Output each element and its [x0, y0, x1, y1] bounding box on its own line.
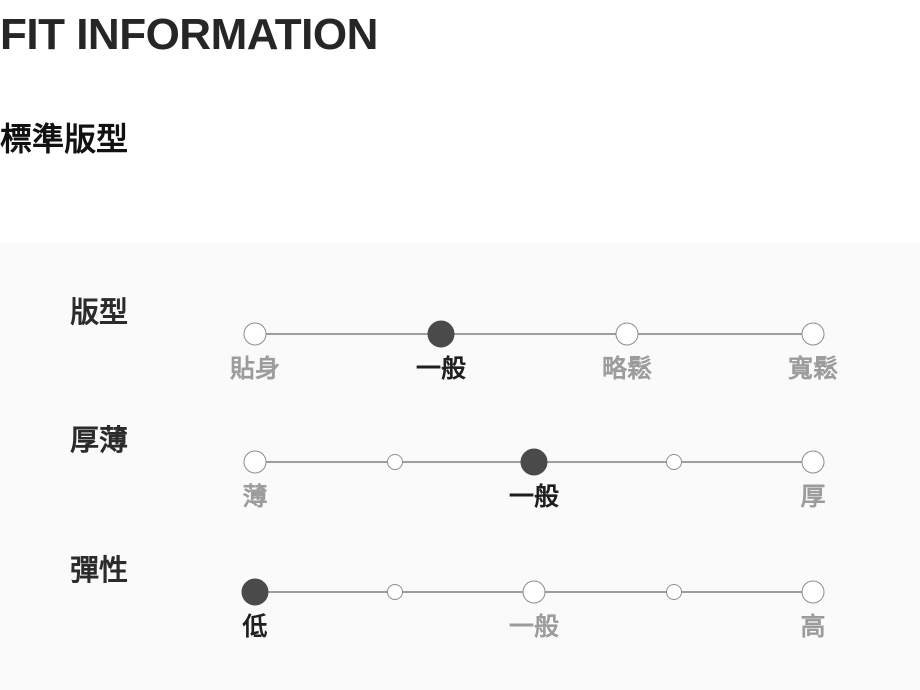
fit-row-silhouette: 版型貼身 一般 略鬆 寬鬆 — [0, 272, 920, 392]
scale-point-label: 一般 — [415, 355, 467, 383]
scale-dot[interactable] — [801, 450, 825, 474]
fit-scale-slider[interactable]: 貼身 一般 略鬆 寬鬆 — [230, 290, 838, 386]
scale-point-label: 寬鬆 — [787, 355, 839, 383]
scale-track — [255, 333, 813, 335]
scale-dot[interactable] — [801, 580, 825, 604]
row-label: 厚薄 — [70, 425, 129, 457]
scale-dot[interactable] — [243, 322, 267, 346]
scale-points: 貼身 一般 略鬆 寬鬆 — [230, 290, 838, 386]
fit-scale-slider[interactable]: 低 一般 高 — [241, 548, 826, 644]
scale-point-label: 高 — [800, 613, 826, 641]
fit-scale-slider[interactable]: 薄 一般 厚 — [242, 418, 826, 514]
section-subtitle: 標準版型 — [0, 121, 129, 157]
row-label: 版型 — [70, 297, 129, 329]
scale-dot[interactable] — [386, 584, 403, 600]
scale-dot[interactable] — [801, 322, 825, 346]
fit-row-elasticity: 彈性低 一般 高 — [0, 530, 920, 650]
fit-row-thickness: 厚薄薄 一般 厚 — [0, 400, 920, 520]
scale-dot[interactable] — [665, 584, 682, 600]
scale-dot-selected[interactable] — [241, 578, 269, 606]
scale-dot[interactable] — [665, 454, 682, 470]
scale-dot[interactable] — [243, 450, 267, 474]
scale-point-label: 薄 — [242, 483, 268, 511]
scale-dot[interactable] — [615, 322, 639, 346]
scale-dot[interactable] — [386, 454, 403, 470]
scale-dot-selected[interactable] — [427, 320, 455, 348]
scale-point-label: 低 — [242, 613, 268, 641]
scale-points: 薄 一般 厚 — [242, 418, 826, 514]
scale-points: 低 一般 高 — [241, 548, 826, 644]
scale-point-label: 一般 — [508, 613, 560, 641]
scale-point-label: 略鬆 — [601, 355, 653, 383]
scale-point-label: 貼身 — [229, 355, 281, 383]
scale-dot[interactable] — [522, 580, 546, 604]
scale-point-label: 厚 — [800, 483, 826, 511]
scale-point-label: 一般 — [508, 483, 560, 511]
page-title: FIT INFORMATION — [0, 10, 378, 59]
scale-dot-selected[interactable] — [520, 448, 548, 476]
fit-scales-panel: 版型貼身一般略鬆寬鬆厚薄薄一般厚彈性低一般高 — [0, 242, 920, 690]
row-label: 彈性 — [70, 555, 129, 587]
